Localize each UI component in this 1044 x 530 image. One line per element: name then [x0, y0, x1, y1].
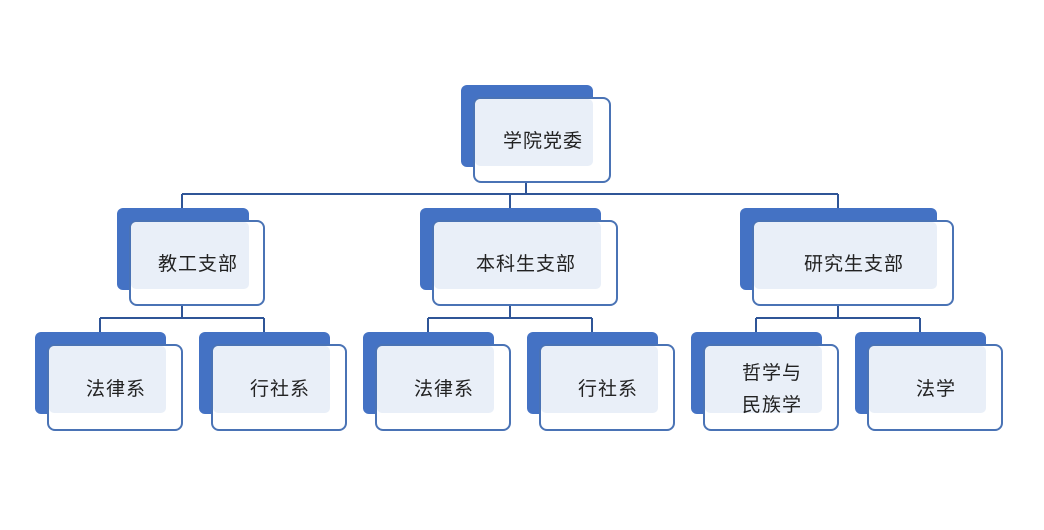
node-leaf-2-1-label: 法律系 — [413, 377, 474, 400]
node-branch-2-label: 本科生支部 — [475, 253, 576, 275]
connector-branch2-children — [427, 306, 593, 334]
connector-branch1-children — [99, 306, 265, 334]
node-leaf-2-2-label: 行社系 — [577, 377, 638, 400]
node-branch-1-label: 教工支部 — [157, 253, 238, 275]
node-leaf-3-2-label: 法学 — [915, 377, 956, 400]
node-leaf-1-1-label: 法律系 — [85, 377, 146, 400]
node-leaf-1-2-label: 行社系 — [249, 377, 310, 400]
node-leaf-3-1-label-line-2: 民族学 — [741, 393, 802, 416]
node-leaf-3-1-label-line-1: 哲学与 — [741, 361, 802, 384]
node-root-label: 学院党委 — [502, 130, 583, 152]
connector-branch3-children — [755, 306, 921, 334]
node-branch-3-label: 研究生支部 — [803, 253, 904, 275]
